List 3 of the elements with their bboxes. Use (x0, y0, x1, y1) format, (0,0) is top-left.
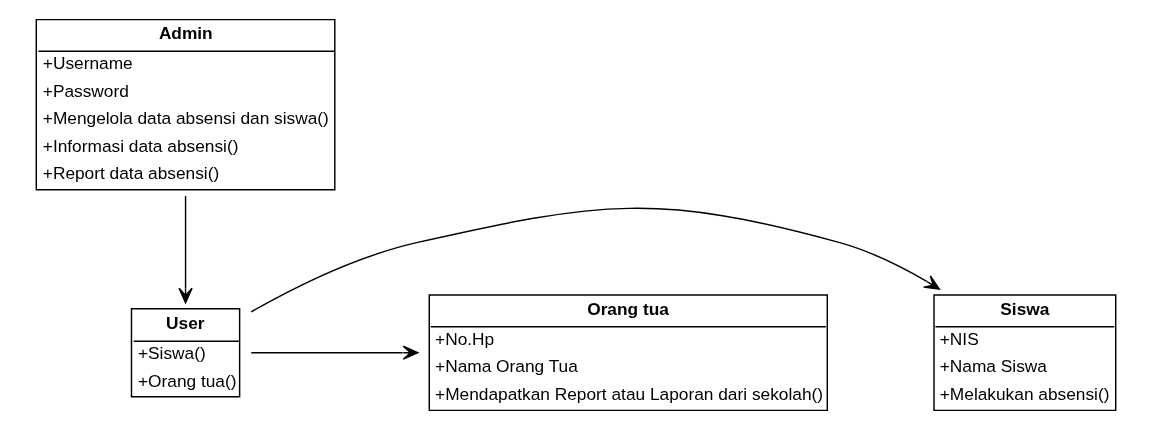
arrow (250, 207, 940, 313)
arrow (177, 195, 193, 304)
arrow (250, 345, 418, 360)
